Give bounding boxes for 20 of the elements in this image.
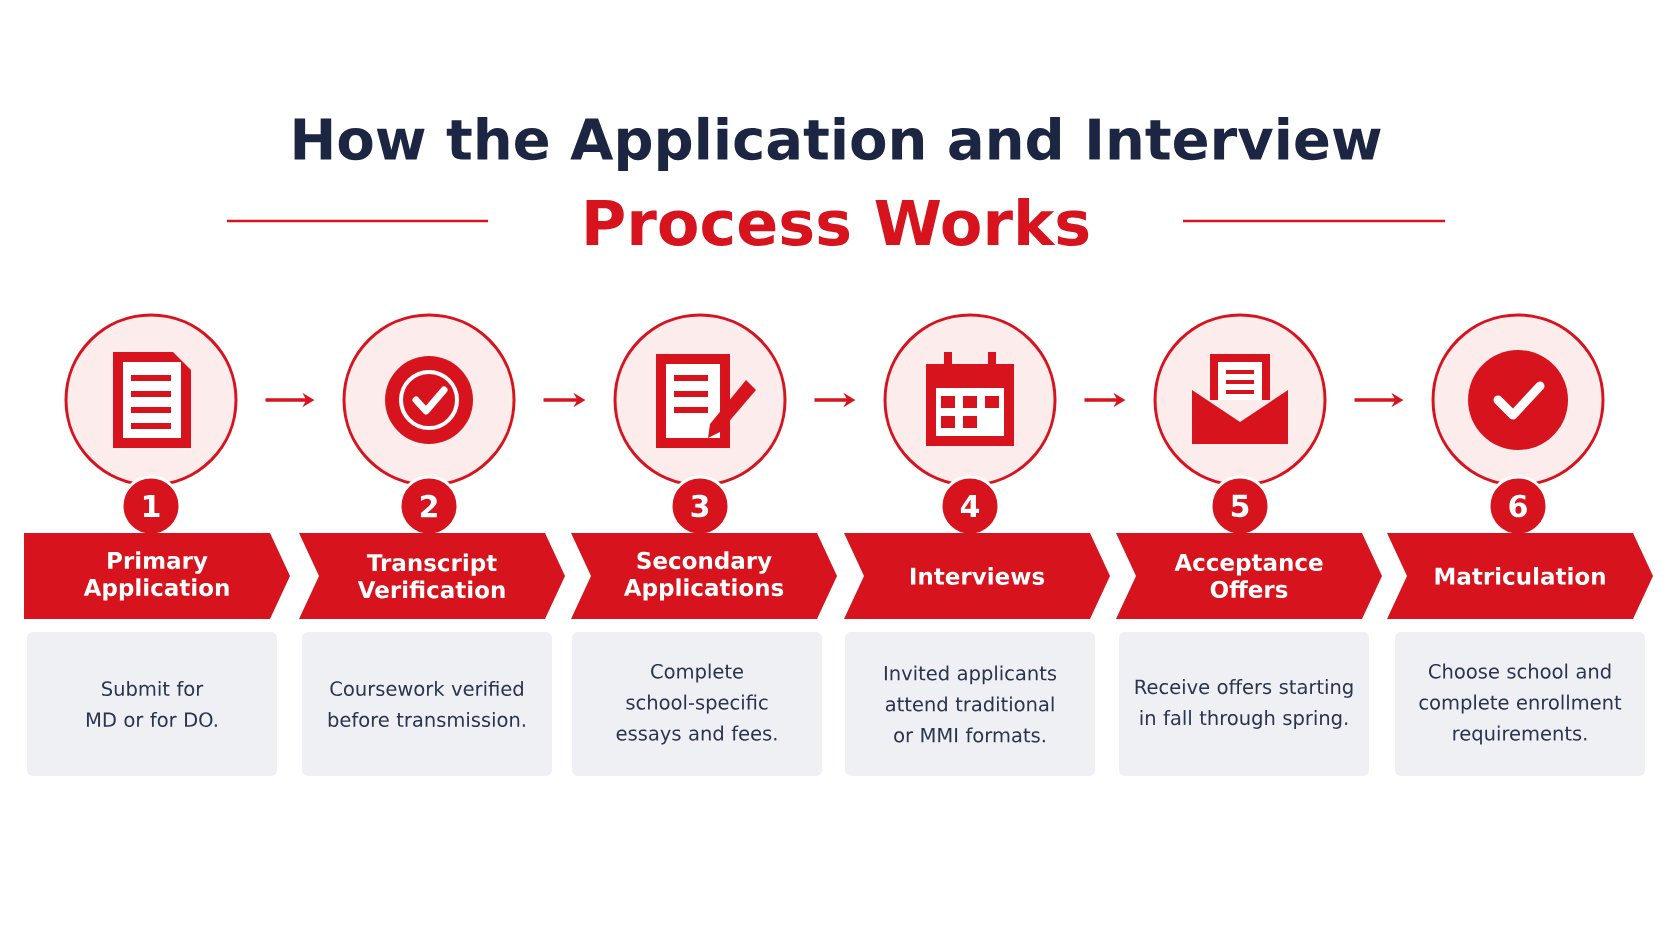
- description-card: Choose school and complete enrollment requirements.: [1395, 632, 1645, 776]
- description-card: Coursework verified before transmission.: [302, 632, 552, 776]
- number-badge: 5: [1209, 475, 1271, 537]
- icon-circle: [883, 313, 1057, 487]
- number-badge: 4: [939, 475, 1001, 537]
- description-card: Receive offers starting in fall through spring.: [1119, 632, 1369, 776]
- icon-circle: [613, 313, 787, 487]
- number-badge: 3: [669, 475, 731, 537]
- description-card: Complete school-specific essays and fees.: [572, 632, 822, 776]
- number-badge: 2: [398, 475, 460, 537]
- description-card: Invited applicants attend traditional or MMI formats.: [845, 632, 1095, 776]
- icon-circle: [1153, 313, 1327, 487]
- icon-circle: [342, 313, 516, 487]
- description-card: Submit for MD or for DO.: [27, 632, 277, 776]
- icon-circle: [64, 313, 238, 487]
- number-badge: 6: [1487, 475, 1549, 537]
- icon-circle: [1431, 313, 1605, 487]
- title: How the Application and Interview: [294, 116, 1381, 172]
- number-badge: 1: [120, 475, 182, 537]
- subtitle: Process Works: [586, 198, 1089, 246]
